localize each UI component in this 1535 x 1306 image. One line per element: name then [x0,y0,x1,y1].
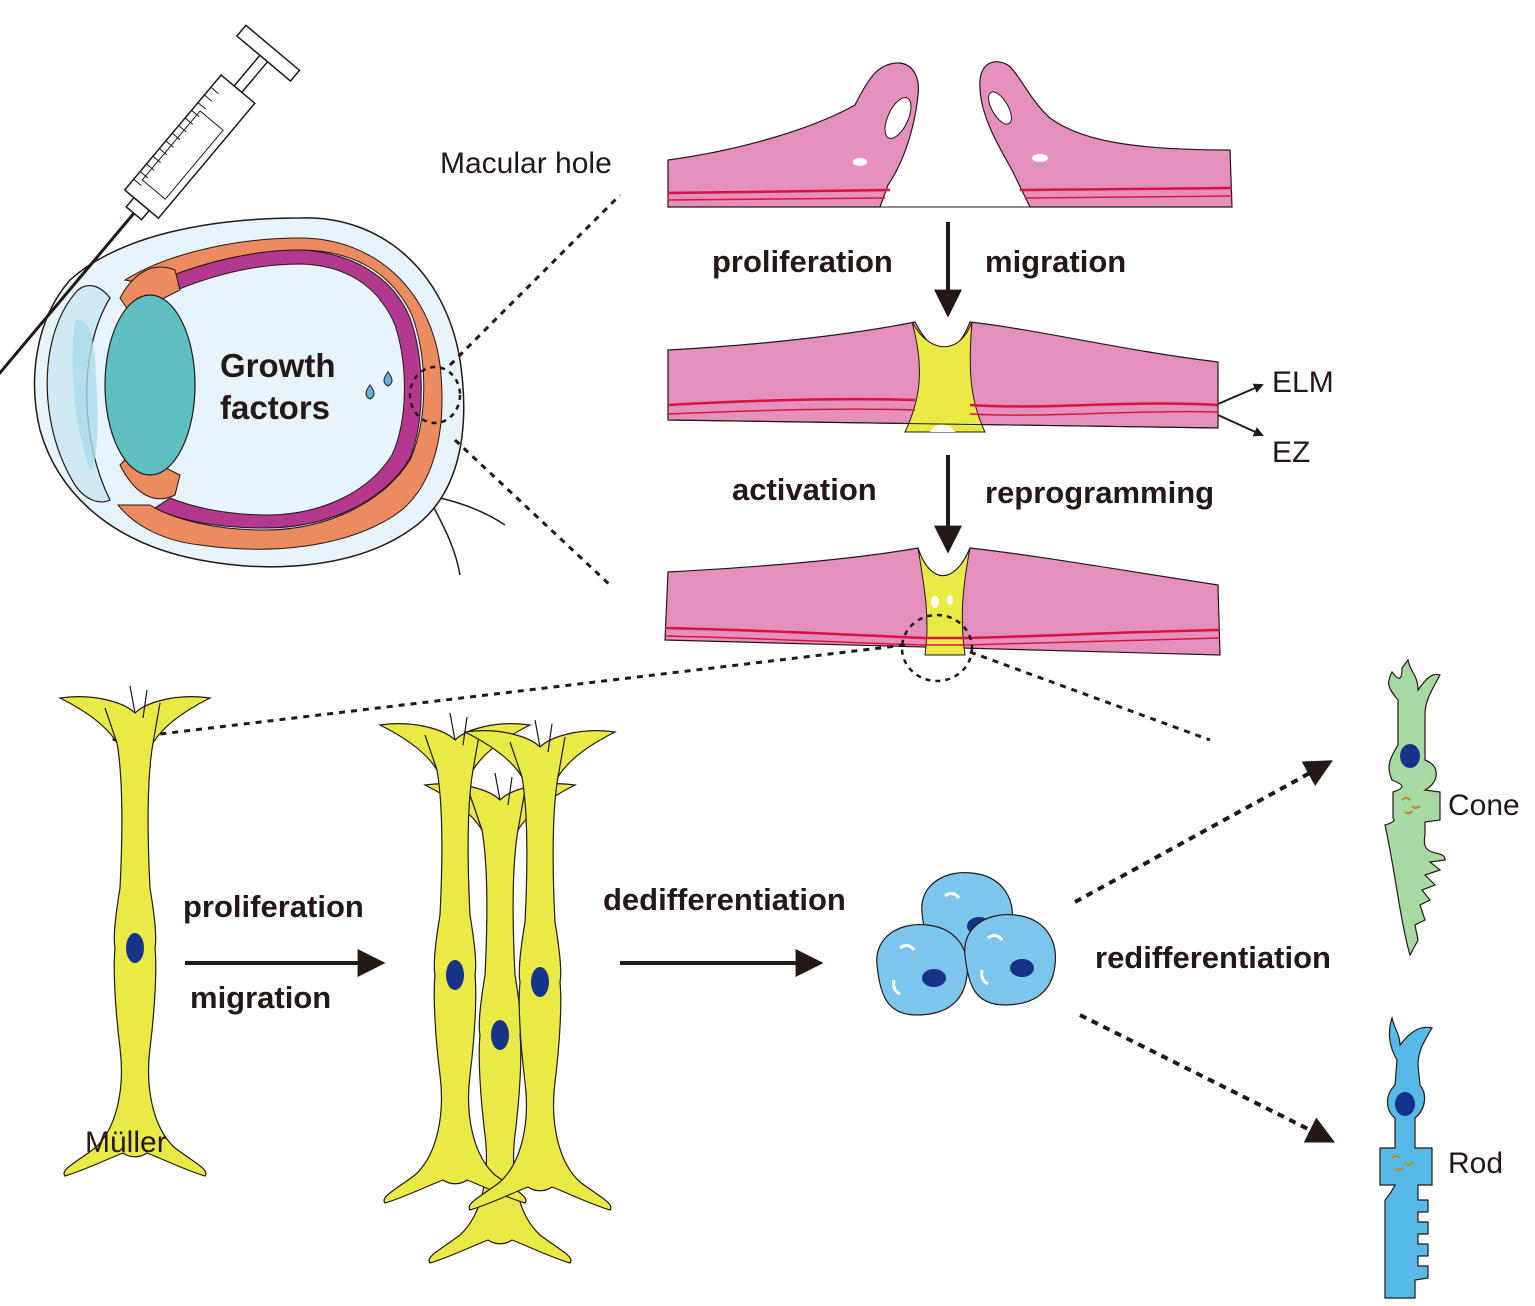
retina-closed-hole [664,547,1221,656]
ez-pointer [1217,414,1264,437]
zoom-line-lower [453,438,612,587]
top-step1-proliferation: proliferation [712,244,893,279]
redifferentiation-label: redifferentiation [1095,940,1331,975]
bottom-proliferation-label: proliferation [183,889,364,924]
arrow-to-rod [1079,1013,1336,1143]
muller-cell-cluster [379,712,616,1264]
zoom-line-bottom-left [109,643,906,742]
top-step1-migration: migration [985,244,1126,279]
growth-factors-label-line2: factors [220,389,330,426]
fovea-zoom-circle [408,365,462,425]
rod-photoreceptor [1379,1015,1433,1299]
retina-macular-hole [667,61,1233,208]
growth-factors-label-line1: Growth [220,347,335,384]
bottom-migration-label: migration [190,980,331,1015]
retina-glial-bridge [667,321,1219,433]
lens [104,294,196,476]
elm-label: ELM [1272,366,1334,399]
growth-factor-drops [365,371,393,400]
top-step2-reprogramming: reprogramming [985,475,1214,510]
top-step2-activation: activation [732,472,877,507]
muller-cell [59,685,211,1177]
cone-label: Cone [1448,789,1520,822]
zoom-line-upper [448,193,622,367]
dedifferentiation-label: dedifferentiation [603,882,846,917]
eye-illustration [33,217,506,576]
progenitor-cluster [875,871,1057,1017]
elm-pointer [1217,383,1264,405]
rod-label: Rod [1448,1147,1503,1180]
zoom-line-bottom-right [969,650,1211,742]
closure-zoom-circle [900,613,974,683]
cone-photoreceptor [1384,658,1446,957]
muller-label: Müller [85,1126,167,1159]
arrow-to-cone [1074,760,1333,904]
syringe-icon [0,24,301,412]
macular-hole-label: Macular hole [440,147,612,180]
ez-label: EZ [1272,436,1310,469]
